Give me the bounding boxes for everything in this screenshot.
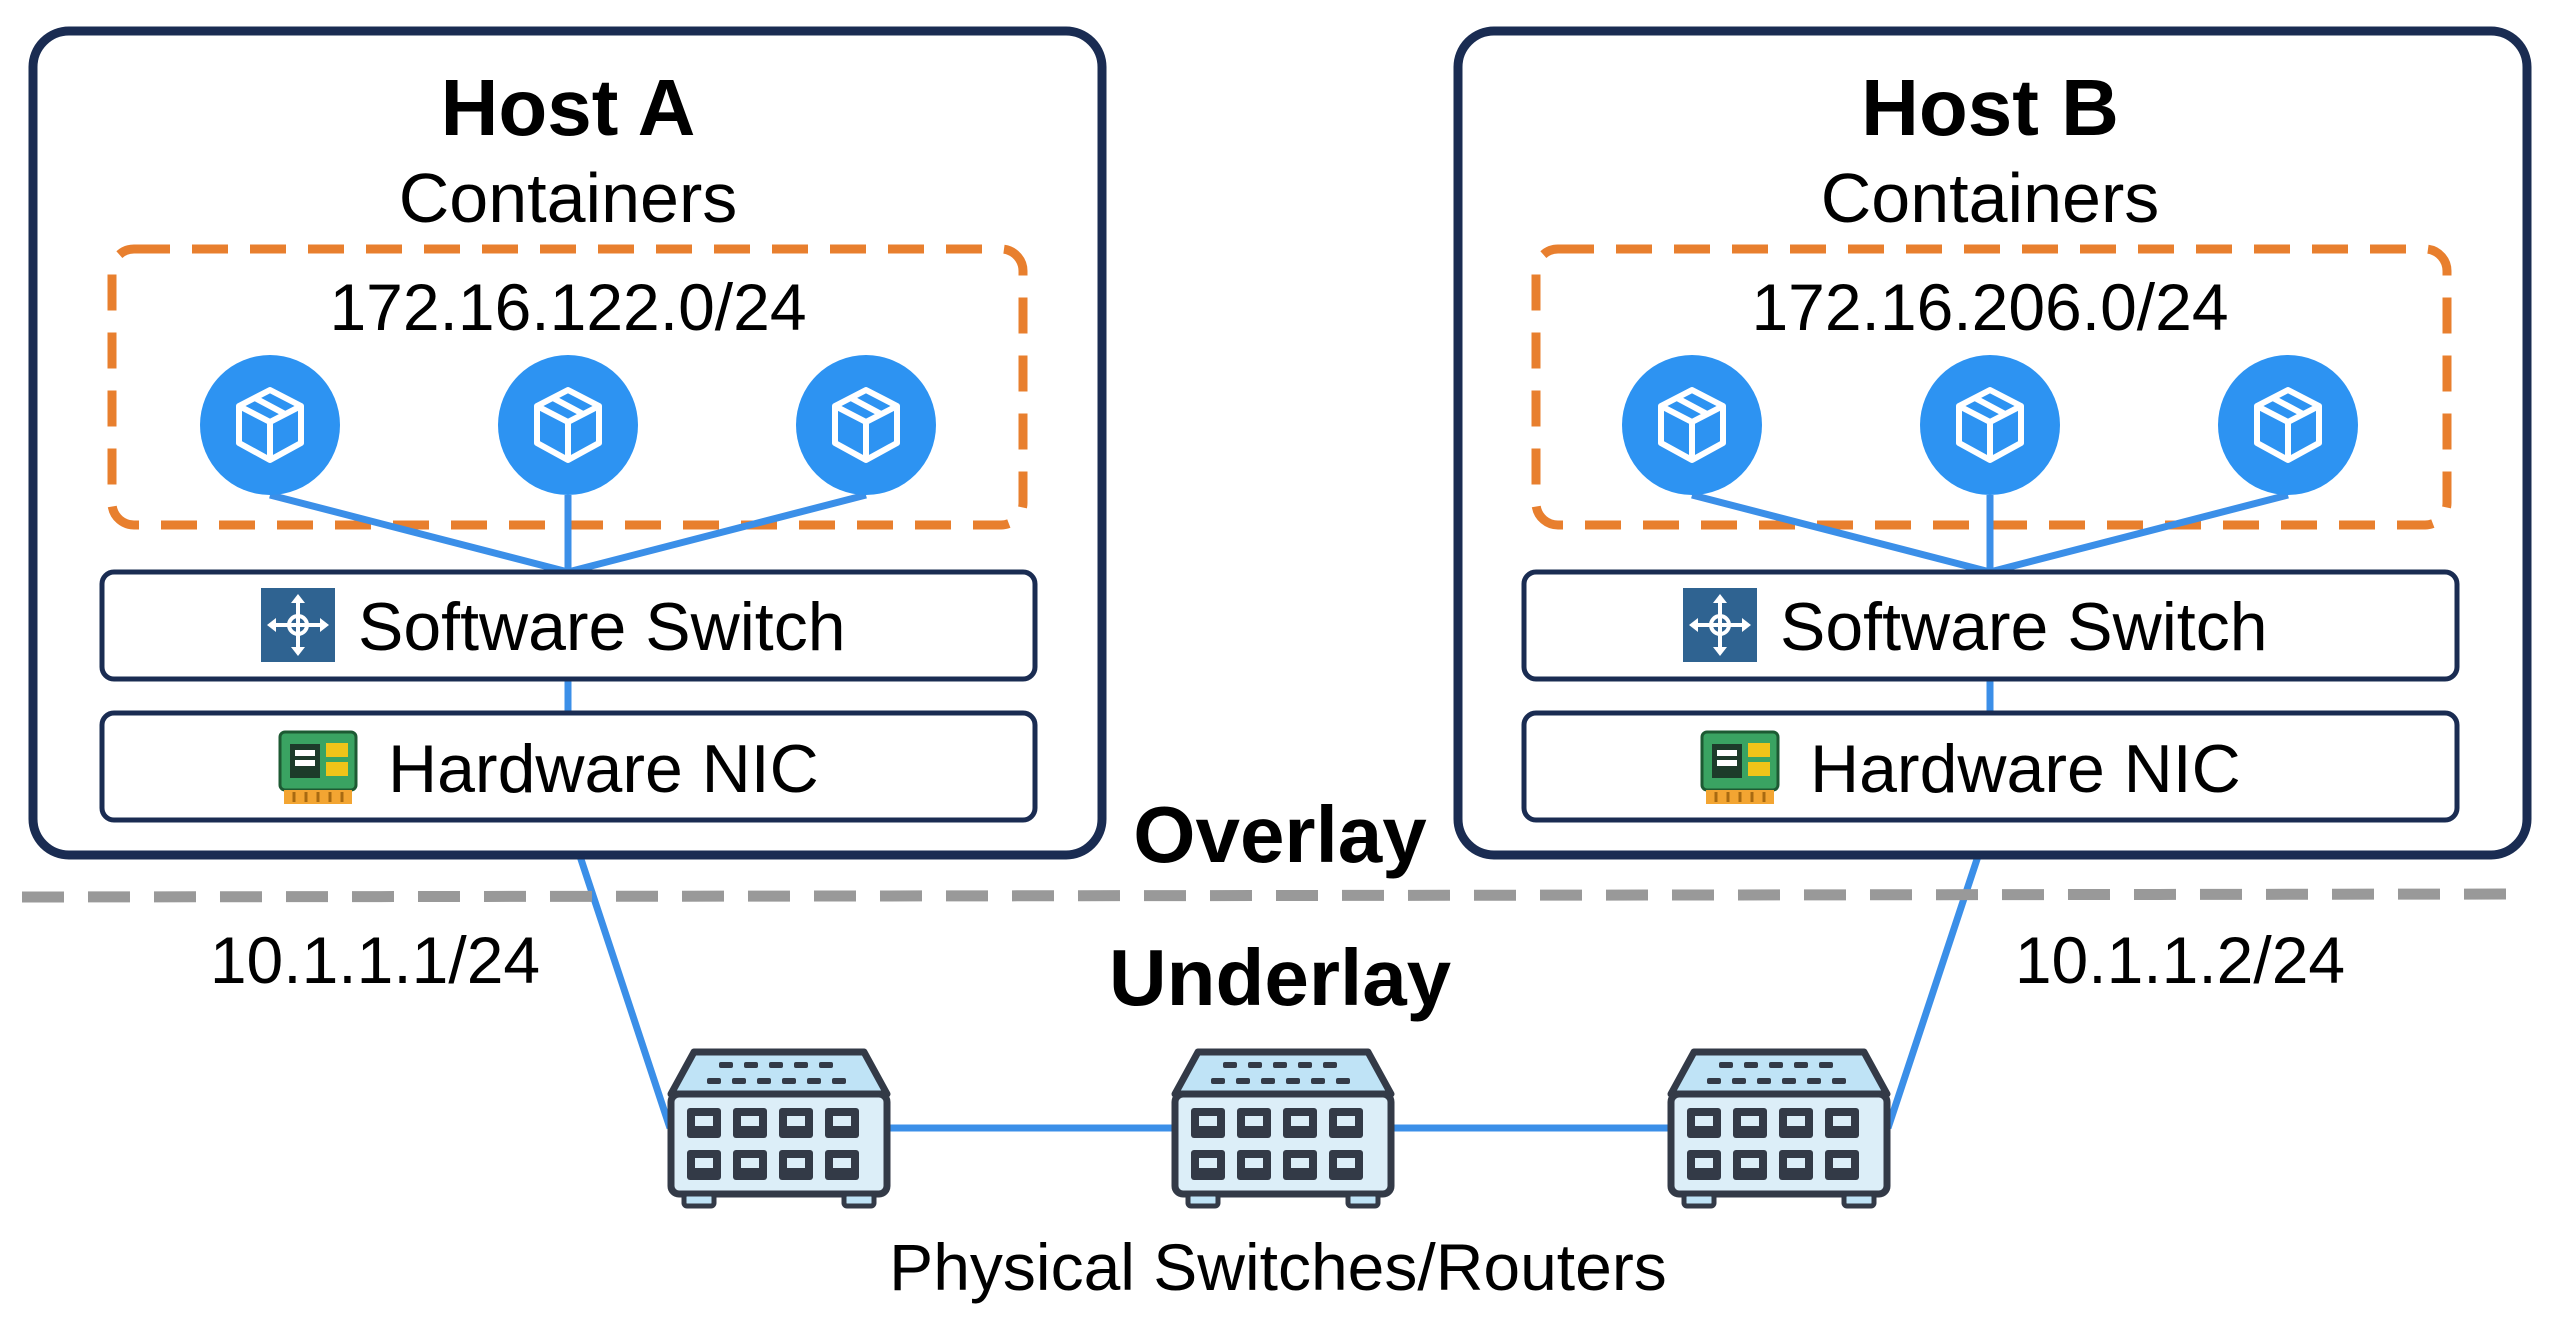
host-b-container-links bbox=[1691, 491, 2289, 713]
host-a: Host A Containers 172.16.122.0/24 Softwa… bbox=[28, 26, 1107, 860]
container-icon bbox=[1622, 355, 1762, 495]
container-icon bbox=[2218, 355, 2358, 495]
nic-icon bbox=[1700, 730, 1780, 806]
overlay-label: Overlay bbox=[1133, 790, 1427, 879]
host-b-subnet: 172.16.206.0/24 bbox=[1751, 270, 2228, 344]
host-a-subtitle: Containers bbox=[399, 159, 738, 237]
host-a-hardware-nic-label: Hardware NIC bbox=[388, 731, 819, 807]
physical-switch-icon bbox=[1671, 1052, 1887, 1206]
host-a-container-links bbox=[269, 491, 867, 713]
host-b-subtitle: Containers bbox=[1821, 159, 2160, 237]
physical-switch-icon bbox=[1175, 1052, 1391, 1206]
host-b-title: Host B bbox=[1861, 63, 2119, 152]
container-icon bbox=[200, 355, 340, 495]
host-a-title: Host A bbox=[441, 63, 696, 152]
host-b: Host B Containers 172.16.206.0/24 Softwa… bbox=[1453, 26, 2532, 860]
overlay-underlay-divider bbox=[21, 888, 2531, 903]
underlay-label: Underlay bbox=[1109, 933, 1452, 1022]
host-b-underlay-ip: 10.1.1.2/24 bbox=[2015, 923, 2345, 997]
physical-switch-icon bbox=[671, 1052, 887, 1206]
host-a-subnet: 172.16.122.0/24 bbox=[329, 270, 806, 344]
physical-switches-label: Physical Switches/Routers bbox=[889, 1230, 1667, 1304]
physical-network bbox=[671, 1052, 1887, 1206]
host-a-software-switch-box bbox=[99, 569, 1038, 682]
host-b-hardware-nic-label: Hardware NIC bbox=[1810, 731, 2241, 807]
host-a-underlay-ip: 10.1.1.1/24 bbox=[210, 923, 540, 997]
host-b-software-switch-label: Software Switch bbox=[1780, 589, 2268, 665]
host-b-software-switch-box bbox=[1521, 569, 2460, 682]
container-icon bbox=[498, 355, 638, 495]
host-a-software-switch-label: Software Switch bbox=[358, 589, 846, 665]
software-switch-icon bbox=[259, 586, 337, 664]
nic-icon bbox=[278, 730, 358, 806]
software-switch-icon bbox=[1681, 586, 1759, 664]
container-icon bbox=[1920, 355, 2060, 495]
underlay-links bbox=[564, 818, 1994, 1132]
container-icon bbox=[796, 355, 936, 495]
